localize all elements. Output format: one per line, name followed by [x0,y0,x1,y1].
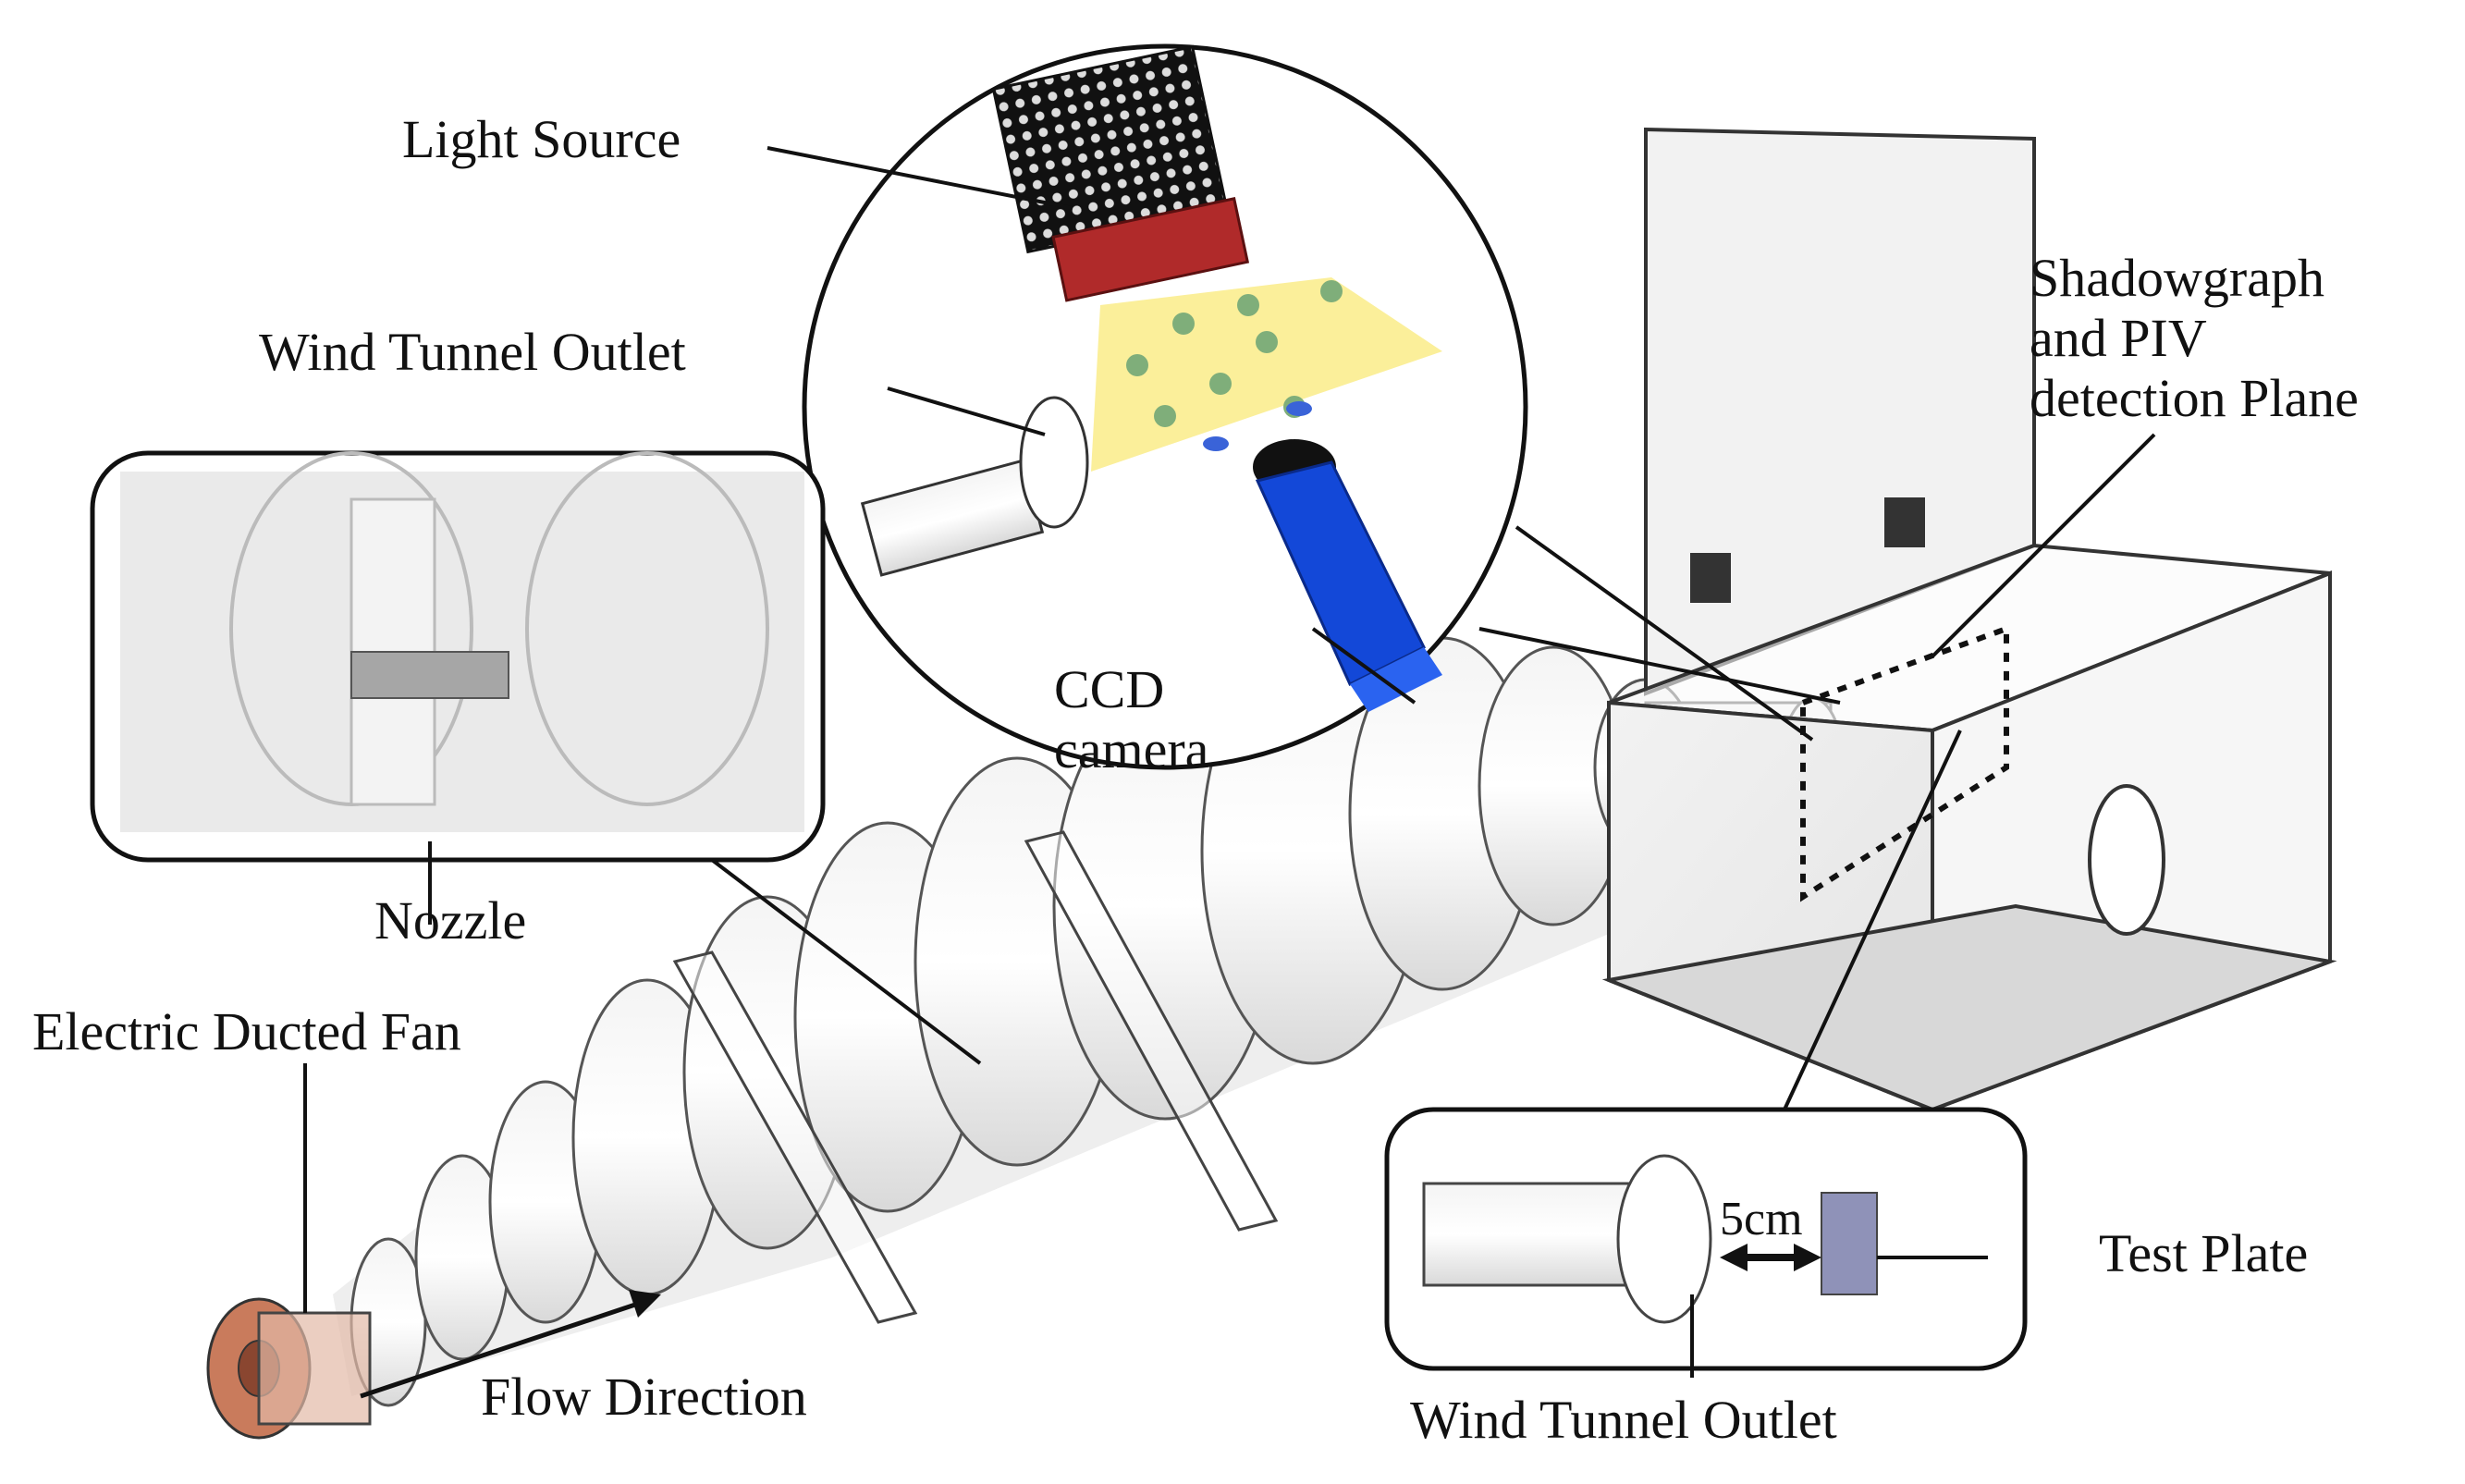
label-test-plate: Test Plate [2099,1223,2308,1283]
label-shadowgraph-line3: detection Plane [2030,368,2359,428]
label-shadowgraph-line2: and PIV [2030,308,2207,368]
label-light-source: Light Source [402,109,681,169]
label-camera: camera [1054,719,1208,779]
nozzle-callout-line [710,858,982,1065]
test-plate-inset [1384,1107,2028,1371]
zoom-circle-piv [802,43,1528,770]
label-electric-ducted-fan: Electric Ducted Fan [32,1001,461,1061]
label-nozzle: Nozzle [374,890,526,950]
label-distance: 5cm [1720,1193,1803,1245]
support-plates [672,830,1279,1324]
nozzle-inset [90,450,826,863]
label-wind-tunnel-outlet-top: Wind Tunnel Outlet [259,322,686,382]
ccd-camera [1253,439,1442,712]
leader-lines [303,146,2156,1378]
label-wind-tunnel-outlet-bottom: Wind Tunnel Outlet [1410,1390,1837,1450]
label-flow-direction: Flow Direction [481,1367,807,1427]
label-ccd: CCD [1054,659,1164,719]
flow-direction-arrow [360,1290,661,1399]
electric-ducted-fan [206,1297,372,1440]
test-chamber [1601,127,2337,1112]
label-shadowgraph-line1: Shadowgraph [2030,248,2324,308]
light-source [991,44,1250,302]
